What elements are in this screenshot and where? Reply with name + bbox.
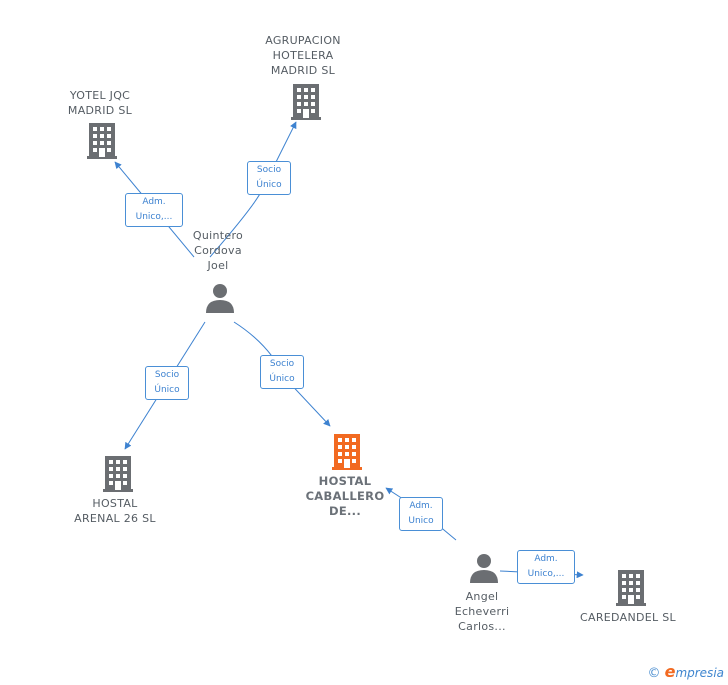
node-label-agrupacion[interactable]: AGRUPACION HOTELERA MADRID SL bbox=[265, 34, 341, 77]
node-label-caredandel[interactable]: CAREDANDEL SL bbox=[580, 611, 676, 624]
building-icon[interactable] bbox=[103, 456, 133, 492]
edge-label-angel-caballero[interactable]: Adm. Unico bbox=[399, 497, 443, 531]
node-label-quintero[interactable]: Quintero Cordova Joel bbox=[192, 229, 244, 272]
edge-label-quintero-yotel[interactable]: Adm. Unico,... bbox=[125, 193, 183, 227]
building-icon[interactable] bbox=[616, 570, 646, 606]
node-label-caballero[interactable]: HOSTAL CABALLERO DE... bbox=[305, 474, 385, 518]
person-icon[interactable] bbox=[205, 283, 235, 313]
person-icon[interactable] bbox=[469, 553, 499, 583]
node-label-angel[interactable]: Angel Echeverri Carlos... bbox=[454, 590, 510, 633]
brand-logo-text: mpresia bbox=[675, 666, 724, 680]
edge-label-angel-caredandel[interactable]: Adm. Unico,... bbox=[517, 550, 575, 584]
building-icon[interactable] bbox=[291, 84, 321, 120]
edge-label-quintero-agrupacion[interactable]: Socio Único bbox=[247, 161, 291, 195]
copyright-symbol: © bbox=[647, 666, 661, 681]
building-icon[interactable] bbox=[87, 123, 117, 159]
brand-logo-mark: e bbox=[664, 662, 676, 681]
empresia-logo: © empresia bbox=[647, 662, 724, 681]
building-icon-highlighted[interactable] bbox=[332, 434, 362, 470]
edge-label-quintero-caballero[interactable]: Socio Único bbox=[260, 355, 304, 389]
node-label-yotel[interactable]: YOTEL JQC MADRID SL bbox=[67, 89, 133, 117]
node-label-arenal[interactable]: HOSTAL ARENAL 26 SL bbox=[74, 497, 156, 525]
edge-label-quintero-arenal[interactable]: Socio Único bbox=[145, 366, 189, 400]
